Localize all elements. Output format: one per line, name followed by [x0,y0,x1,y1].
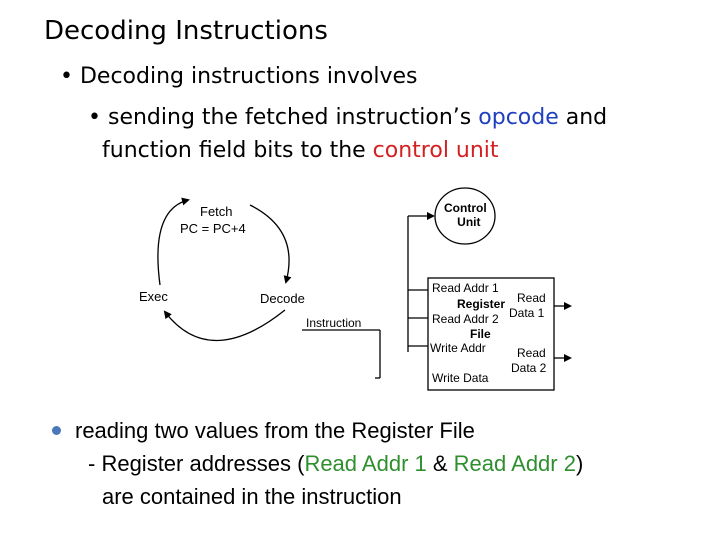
read-data1-line2: Data 1 [509,306,545,320]
fetch-to-decode-arc [249,204,292,284]
bullet-level1: • Decoding instructions involves [60,64,418,89]
opcode-term: opcode [478,105,559,130]
read-data2-line1: Read [517,346,546,360]
decode-to-exec-arc [163,309,286,342]
bullet2-line1: • sending the fetched instruction’s opco… [88,105,608,130]
fetch-pc-label: PC = PC+4 [180,221,246,236]
bullet2-line2-text: function field bits to the [102,138,373,163]
decode-label: Decode [260,291,305,306]
write-addr-label: Write Addr [430,341,486,355]
exec-label: Exec [139,289,168,304]
control-unit-line1: Control [444,201,487,215]
dash-marker: - [88,451,102,476]
close-paren: ) [575,451,584,476]
bullet-dot-icon [52,425,61,435]
bottom-subitem: - Register addresses (Read Addr 1 & Read… [88,451,583,477]
instruction-label: Instruction [306,316,362,330]
control-unit-ellipse [434,187,496,245]
ampersand: & [426,451,454,476]
read-data1-line1: Read [517,291,546,305]
bullet-level2: • sending the fetched instruction’s opco… [88,101,607,167]
bullet1-text: Decoding instructions involves [79,64,418,89]
bullet2-and: and [558,105,608,130]
bottom-bullet: reading two values from the Register Fil… [52,418,475,444]
read-addr1-label: Read Addr 1 [432,281,499,295]
bottom-line3: are contained in the instruction [102,484,402,509]
exec-to-fetch-arc [157,197,190,286]
read-addr2-label: Read Addr 2 [432,312,499,326]
bullet2-text: sending the fetched instruction’s [107,105,479,130]
read-data2-line2: Data 2 [511,361,547,375]
register-label: Register [457,297,506,311]
register-file-box [427,277,555,391]
control-unit-term: control unit [372,138,499,163]
read-addr2-term: Read Addr 2 [453,451,576,476]
control-unit-line2: Unit [457,215,481,229]
file-label: File [470,327,491,341]
control-unit-label: Control Unit [444,201,487,229]
bottom-line2-text: Register addresses ( [101,451,305,476]
page-title: Decoding Instructions [44,16,328,46]
bottom-line1: reading two values from the Register Fil… [75,418,475,443]
fetch-label: Fetch [200,204,233,219]
read-addr1-term: Read Addr 1 [304,451,427,476]
bullet2-line2: function field bits to the control unit [102,134,607,167]
write-data-label: Write Data [432,371,489,385]
